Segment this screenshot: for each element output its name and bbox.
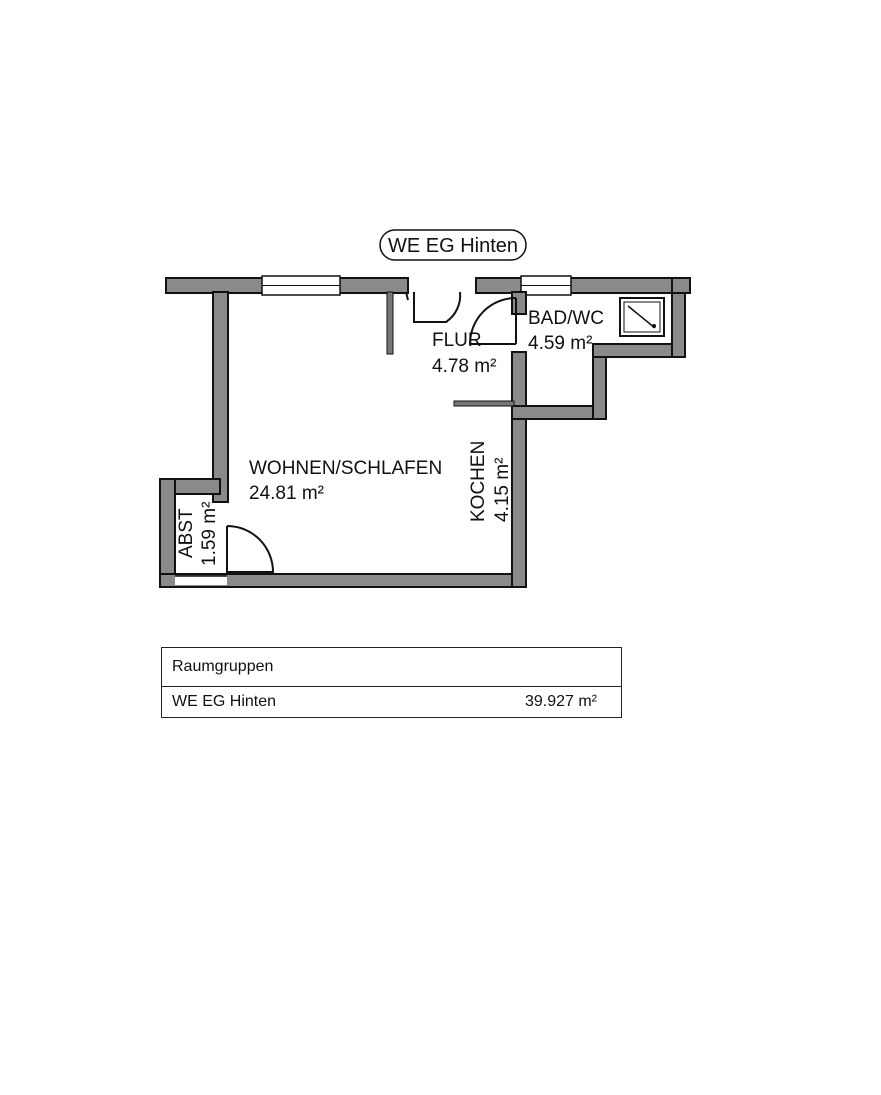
shower-drain bbox=[652, 324, 656, 328]
wall-abst-left bbox=[159, 478, 176, 588]
room-living-name: WOHNEN/SCHLAFEN bbox=[249, 458, 442, 479]
bath-door-swing bbox=[468, 297, 517, 345]
title-badge bbox=[379, 229, 527, 261]
wall-top-right bbox=[475, 277, 691, 294]
table-header: Raumgruppen bbox=[162, 648, 621, 687]
room-abst-area: 1.59 m² bbox=[199, 502, 220, 566]
wall-flur-bad bbox=[511, 291, 527, 315]
room-bath-name: BAD/WC bbox=[528, 308, 604, 329]
partition-kitchen bbox=[453, 400, 515, 407]
room-bath-area: 4.59 m² bbox=[528, 333, 592, 354]
wall-top-far-right bbox=[671, 277, 691, 294]
table-row-name: WE EG Hinten bbox=[172, 693, 277, 710]
room-kitchen-name: KOCHEN bbox=[468, 441, 489, 522]
room-living-area: 24.81 m² bbox=[249, 483, 324, 504]
room-kitchen-area: 4.15 m² bbox=[492, 458, 513, 522]
title-badge-text: WE EG Hinten bbox=[388, 235, 518, 257]
room-group-table: Raumgruppen WE EG Hinten 39.927 m² bbox=[161, 647, 622, 718]
room-abst-name: ABST bbox=[176, 508, 197, 558]
room-flur-name: FLUR bbox=[432, 330, 482, 351]
entry-door-leaf bbox=[405, 291, 409, 301]
shower-diagonal bbox=[627, 305, 656, 329]
table-row-area: 39.927 m² bbox=[524, 693, 597, 710]
entry-door-swing bbox=[413, 291, 462, 323]
abst-door-swing bbox=[226, 525, 275, 573]
wall-bottom-abst-gap bbox=[175, 576, 227, 585]
wall-right-kitchen bbox=[511, 351, 527, 588]
partition-flur-left bbox=[386, 291, 394, 355]
room-flur-area: 4.78 m² bbox=[432, 356, 496, 377]
shower-tray-inner bbox=[623, 301, 661, 333]
table-row: WE EG Hinten 39.927 m² bbox=[162, 687, 621, 717]
wall-bad-bottom bbox=[511, 405, 607, 420]
wall-bad-right-upper bbox=[671, 291, 686, 358]
wall-left-living bbox=[212, 291, 229, 503]
